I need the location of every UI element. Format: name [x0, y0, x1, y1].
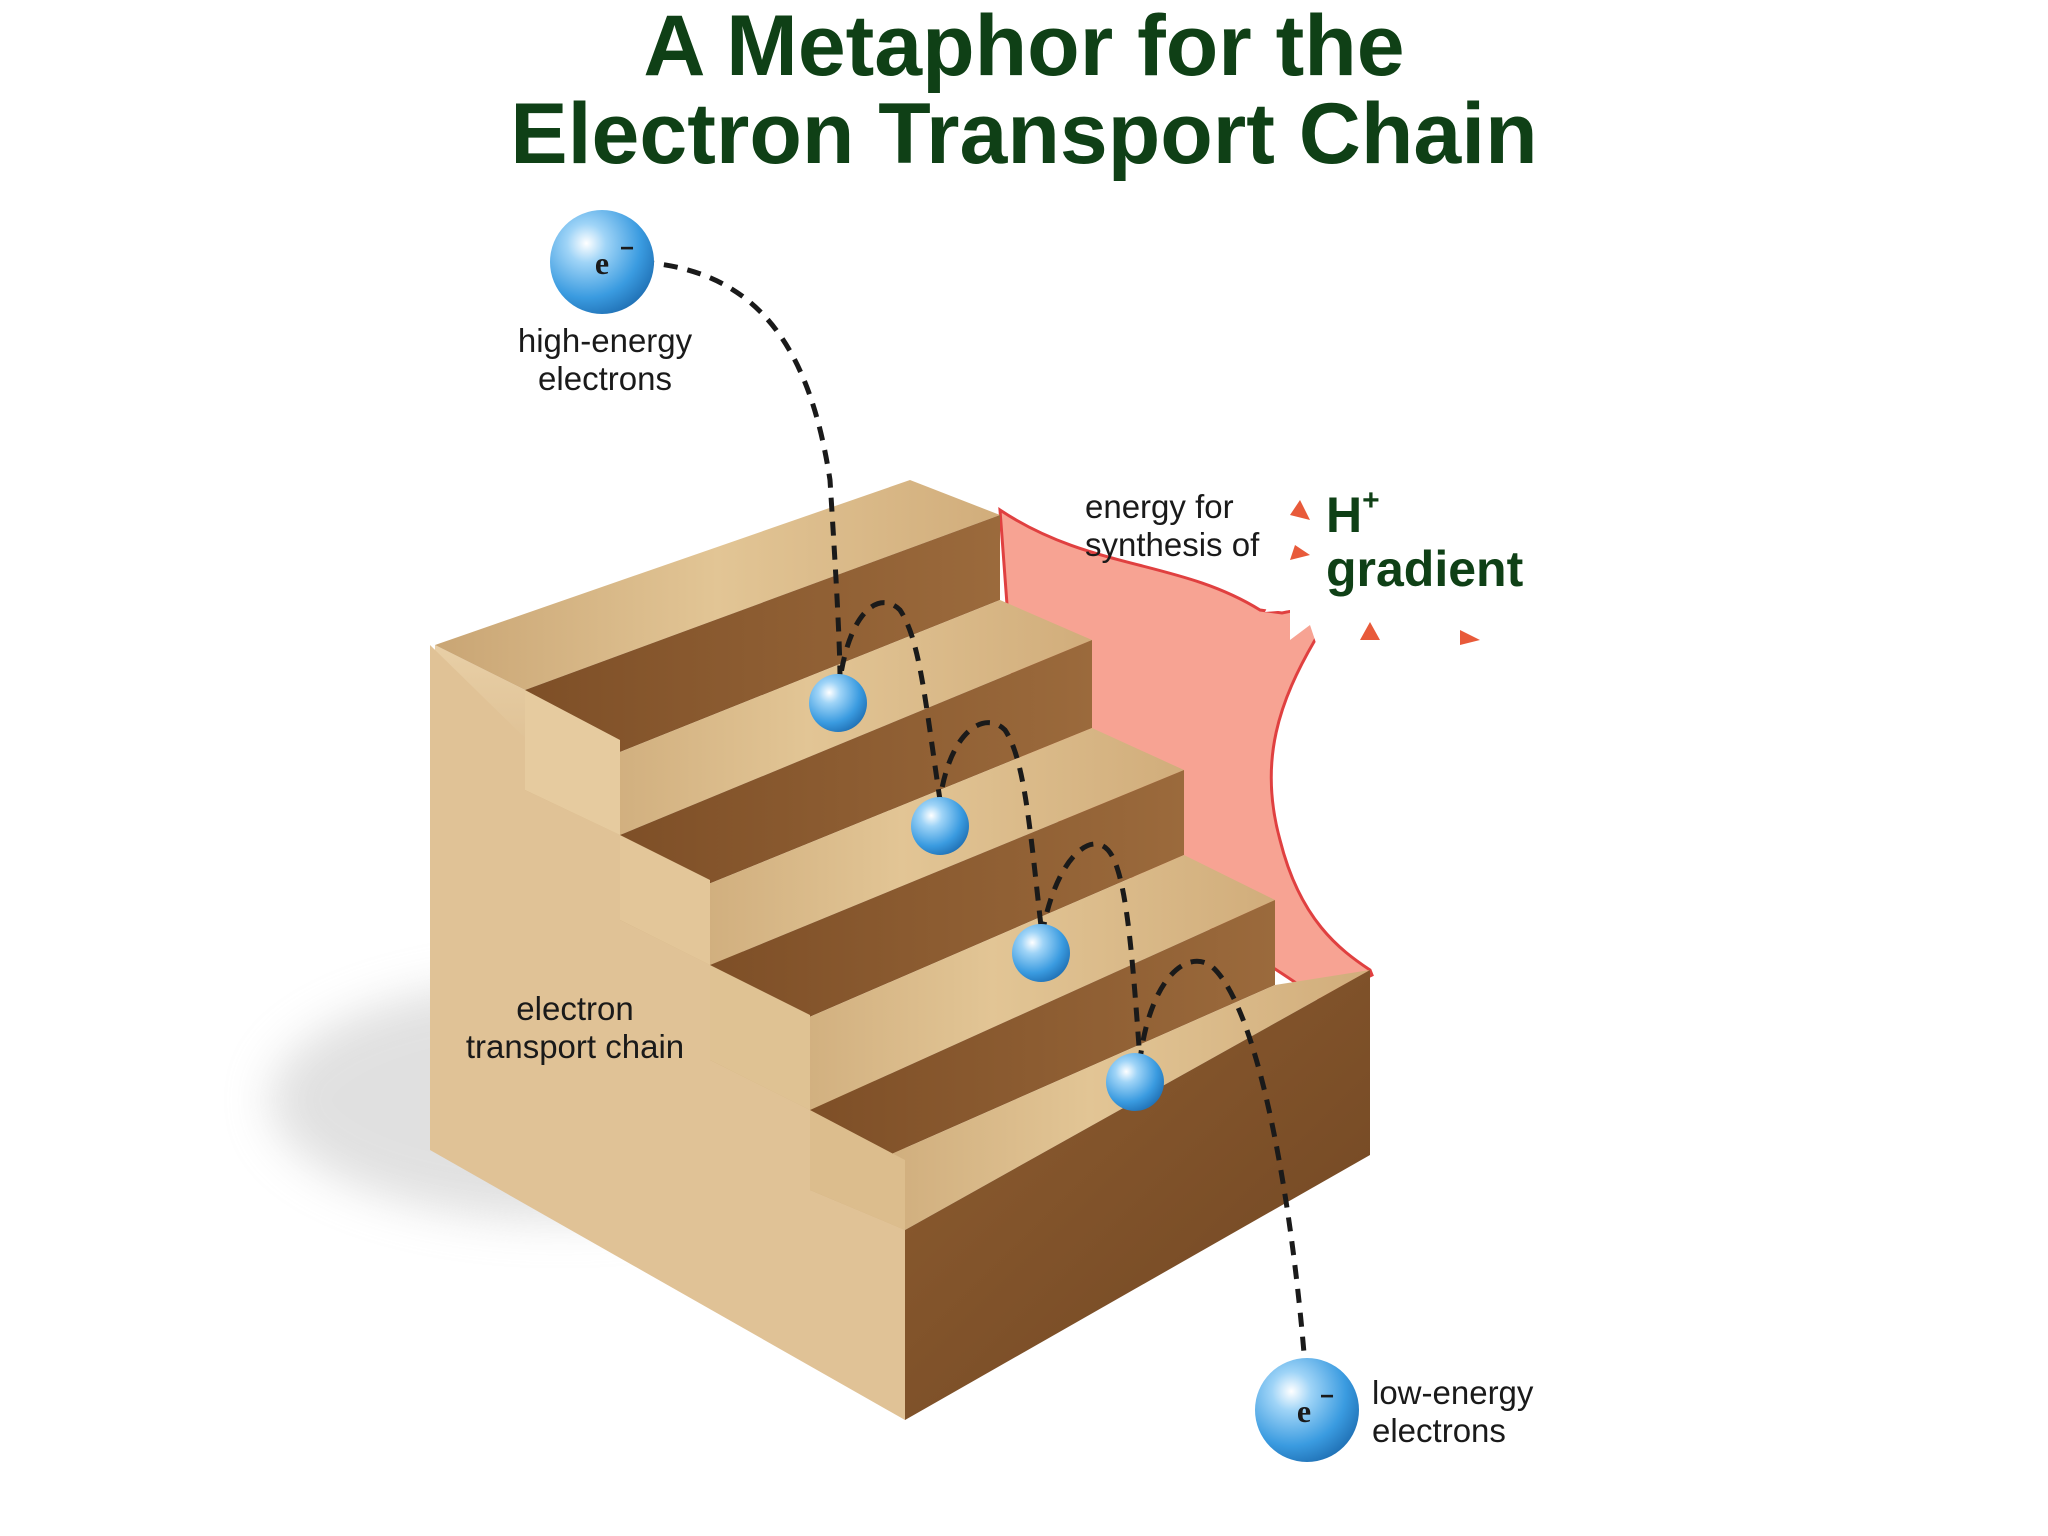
page-title: A Metaphor for the Electron Transport Ch…: [0, 2, 2048, 178]
gradient-label: H+ gradient: [1326, 474, 1523, 596]
stair-left-panel: [430, 645, 905, 1420]
electron-high-energy: [550, 210, 654, 314]
electron-charge-high: −: [620, 235, 634, 262]
title-line-2: Electron Transport Chain: [510, 86, 1538, 182]
step-front-3: [620, 835, 710, 965]
step-3-riser: [710, 770, 1184, 1060]
step-4-top: [710, 855, 1275, 1110]
step-5-riser: [905, 970, 1370, 1420]
chain-label-line-1: electron: [516, 990, 634, 1027]
low-energy-label-line-1: low-energy: [1372, 1374, 1534, 1411]
gradient-label-ion: H+: [1326, 474, 1523, 542]
electron-path: [639, 259, 1308, 1366]
step-front-2: [525, 690, 620, 835]
energy-label-line-1: energy for: [1085, 488, 1234, 525]
ion-charge: +: [1362, 484, 1380, 517]
electron-charge-low: −: [1320, 1383, 1334, 1410]
electron-step-1: [809, 674, 867, 732]
step-4-riser: [810, 900, 1275, 1190]
electron-step-2: [911, 797, 969, 855]
step-1-top: [435, 480, 1000, 690]
title-line-1: A Metaphor for the: [643, 0, 1405, 94]
low-energy-label: low-energy electrons: [1372, 1374, 1572, 1450]
gradient-label-word: gradient: [1326, 541, 1524, 597]
step-3-top: [620, 728, 1184, 965]
electron-step-4: [1106, 1053, 1164, 1111]
high-energy-label-line-2: electrons: [538, 360, 672, 397]
ion-symbol: H: [1326, 487, 1363, 543]
starburst-red-tips: [1290, 500, 1480, 645]
chain-label: electron transport chain: [445, 990, 705, 1066]
high-energy-label: high-energy electrons: [500, 322, 710, 398]
low-energy-label-line-2: electrons: [1372, 1412, 1506, 1449]
high-energy-label-line-1: high-energy: [517, 322, 693, 359]
step-1-riser: [525, 515, 1000, 790]
step-front-5: [810, 1110, 905, 1230]
electron-symbol-low: e: [1297, 1393, 1311, 1429]
step-2-top: [525, 600, 1092, 835]
step-5-top: [810, 970, 1370, 1230]
electron-step-3: [1012, 924, 1070, 982]
chain-label-line-2: transport chain: [465, 1028, 685, 1065]
energy-label-line-2: synthesis of: [1085, 526, 1260, 563]
step-front-4: [710, 965, 810, 1110]
electron-symbol-high: e: [595, 245, 609, 281]
energy-label: energy for synthesis of: [1085, 488, 1285, 564]
electron-low-energy: [1255, 1358, 1359, 1462]
step-2-riser: [620, 640, 1092, 920]
